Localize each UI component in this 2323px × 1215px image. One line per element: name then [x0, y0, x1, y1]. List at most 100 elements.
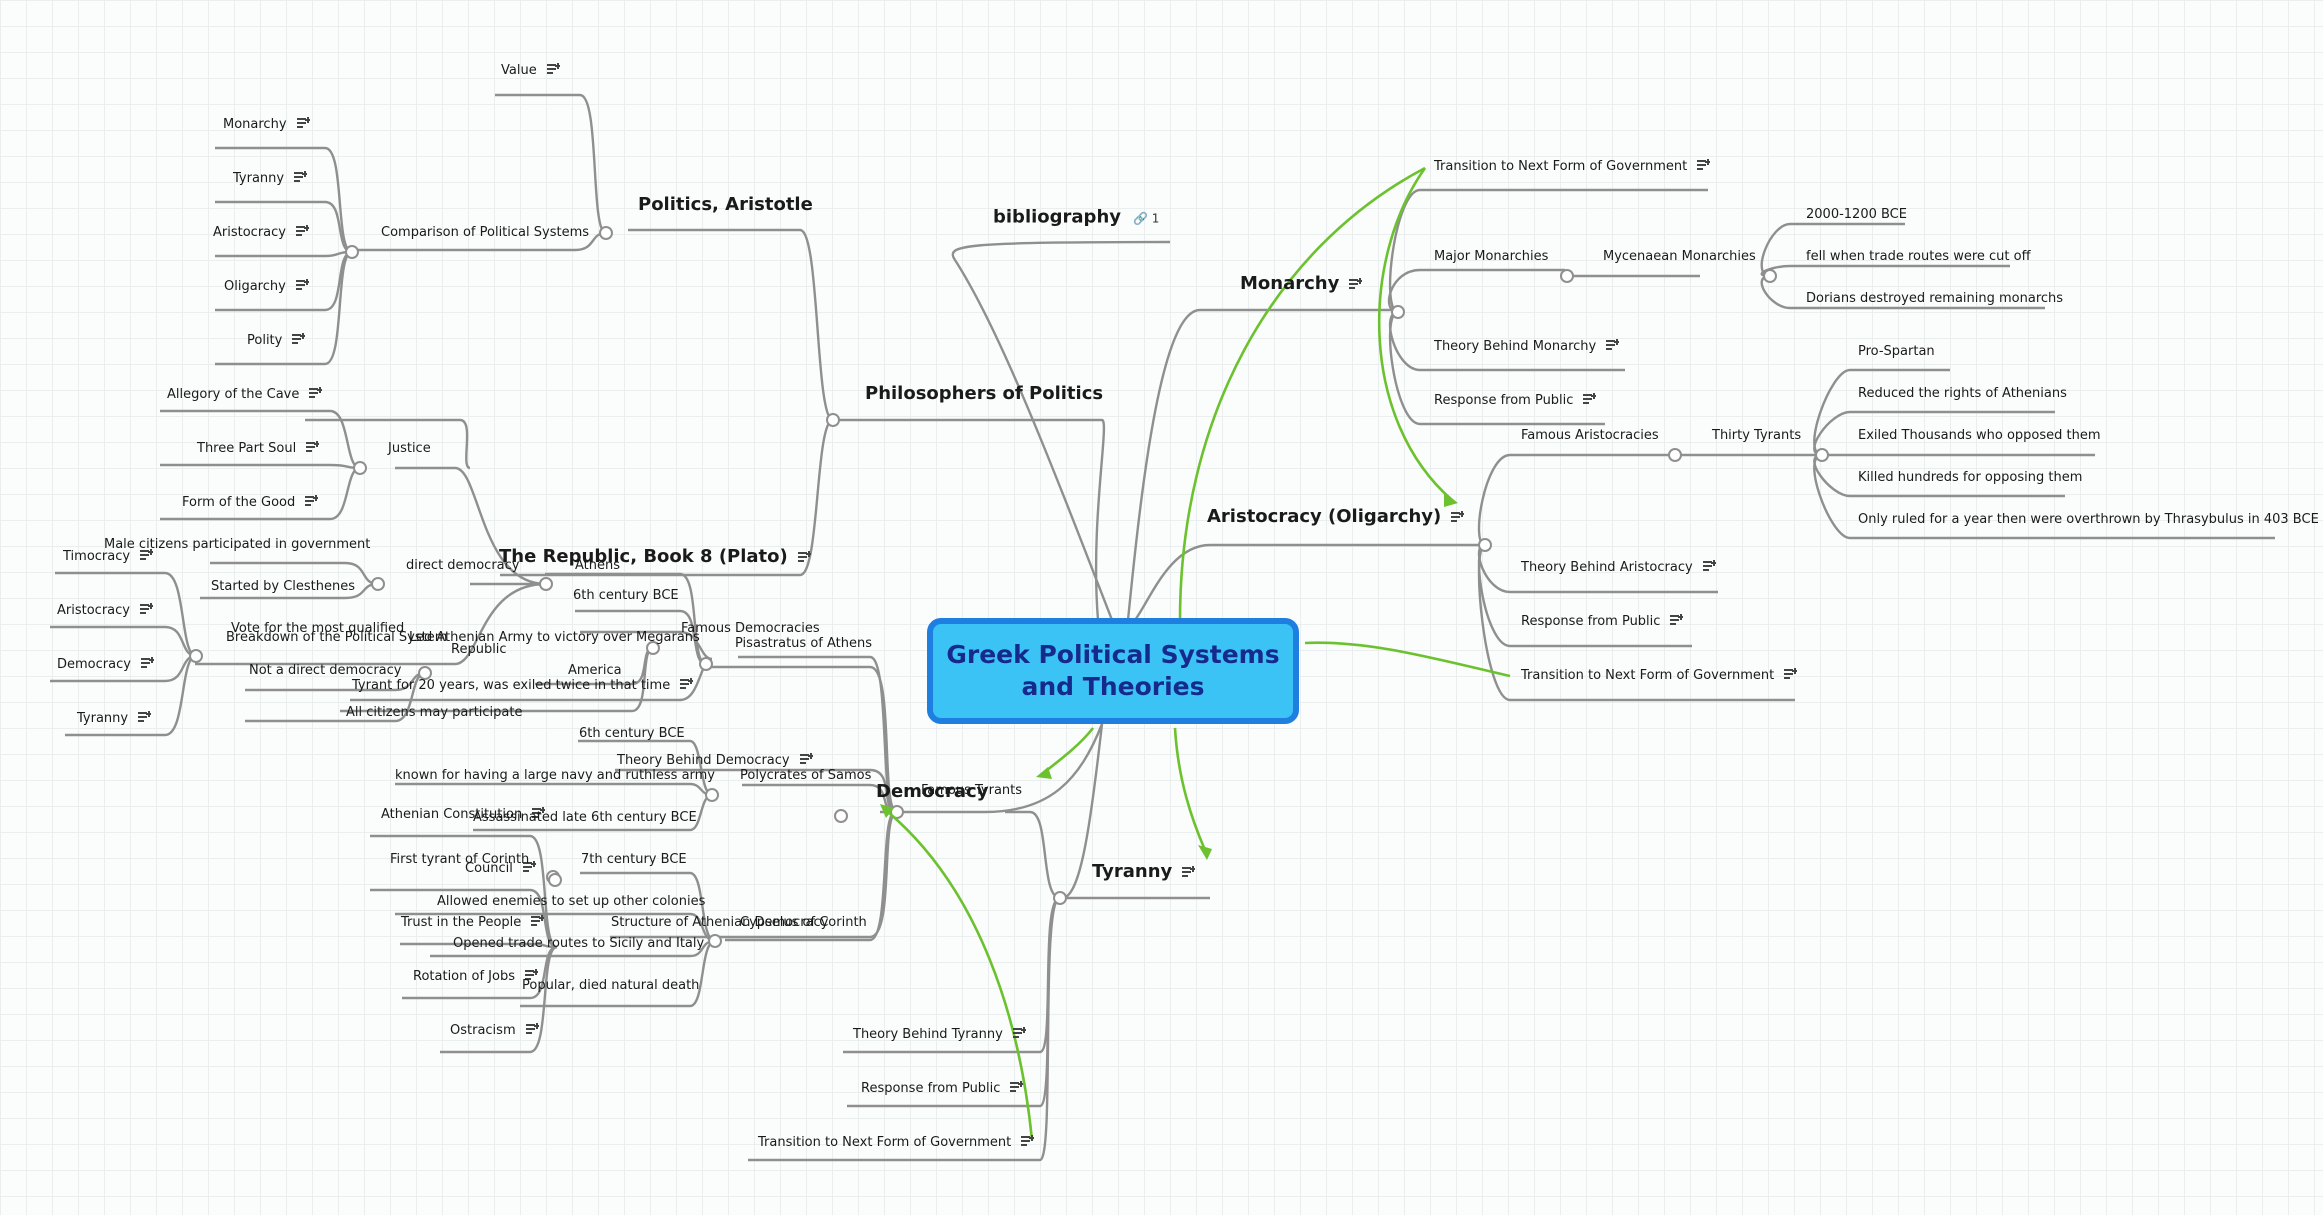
- node-aristotle-tyranny[interactable]: Tyranny: [233, 170, 308, 188]
- node-democracy[interactable]: Democracy: [876, 781, 989, 802]
- note-icon[interactable]: [1012, 1027, 1026, 1039]
- node-ostracism[interactable]: Ostracism: [450, 1022, 539, 1040]
- node-tyranny[interactable]: Tyranny: [1092, 860, 1196, 884]
- node-aristocracy-oligarchy[interactable]: Aristocracy (Oligarchy): [1207, 505, 1465, 529]
- node-exiled-thousands[interactable]: Exiled Thousands who opposed them: [1858, 428, 2101, 443]
- node-large-navy[interactable]: known for having a large navy and ruthle…: [395, 768, 716, 783]
- node-famous-tyrants[interactable]: Famous Tyrants: [921, 783, 1023, 798]
- node-aristotle-monarchy[interactable]: Monarchy: [223, 116, 310, 134]
- note-icon[interactable]: [1451, 511, 1465, 523]
- node-sixth-century-athens[interactable]: 6th century BCE: [573, 588, 679, 603]
- node-monarchy-response[interactable]: Response from Public: [1434, 392, 1597, 410]
- note-icon[interactable]: [139, 603, 153, 615]
- node-bibliography[interactable]: bibliography🔗 1: [993, 206, 1160, 228]
- note-icon[interactable]: [1010, 1081, 1024, 1093]
- node-ruled-for-a-year[interactable]: Only ruled for a year then were overthro…: [1858, 512, 2319, 527]
- note-icon[interactable]: [532, 807, 546, 819]
- node-famous-democracies[interactable]: Famous Democracies: [681, 621, 820, 636]
- node-male-citizens[interactable]: Male citizens participated in government: [104, 537, 371, 552]
- node-plato-aristocracy[interactable]: Aristocracy: [57, 602, 153, 620]
- node-thirty-tyrants[interactable]: Thirty Tyrants: [1712, 428, 1802, 443]
- node-killed-hundreds[interactable]: Killed hundreds for opposing them: [1858, 470, 2083, 485]
- node-philosophers-of-politics[interactable]: Philosophers of Politics: [865, 383, 1104, 404]
- node-mycenaean-dorians[interactable]: Dorians destroyed remaining monarchs: [1806, 291, 2064, 306]
- note-icon[interactable]: [1606, 339, 1620, 351]
- node-monarchy[interactable]: Monarchy: [1240, 272, 1363, 296]
- node-first-tyrant-of-corinth[interactable]: First tyrant of Corinth: [390, 852, 530, 867]
- note-icon[interactable]: [799, 753, 813, 765]
- node-sixth-century-samos[interactable]: 6th century BCE: [579, 726, 685, 741]
- note-icon[interactable]: [1702, 560, 1716, 572]
- node-monarchy-transition[interactable]: Transition to Next Form of Government: [1434, 158, 1711, 176]
- node-democracy-theory[interactable]: Theory Behind Democracy: [617, 752, 813, 770]
- note-icon[interactable]: [1349, 278, 1363, 290]
- note-icon[interactable]: [294, 171, 308, 183]
- node-direct-democracy[interactable]: direct democracy: [406, 558, 520, 573]
- node-aristocracy-theory[interactable]: Theory Behind Aristocracy: [1521, 559, 1716, 577]
- node-allowed-enemies[interactable]: Allowed enemies to set up other colonies: [437, 894, 706, 909]
- node-three-part-soul[interactable]: Three Part Soul: [197, 440, 320, 458]
- node-cypselus-of-corinth[interactable]: Cypselus of Corinth: [740, 915, 867, 930]
- node-structure-of-athenian-democracy[interactable]: Structure of Athenian Democracy: [611, 915, 829, 930]
- node-allegory-of-the-cave[interactable]: Allegory of the Cave: [167, 386, 323, 404]
- node-mycenaean-trade[interactable]: fell when trade routes were cut off: [1806, 249, 2031, 264]
- note-icon[interactable]: [295, 279, 309, 291]
- note-icon[interactable]: [140, 549, 154, 561]
- node-athenian-constitution[interactable]: Athenian Constitution: [381, 806, 546, 824]
- node-monarchy-theory[interactable]: Theory Behind Monarchy: [1434, 338, 1620, 356]
- link-icon[interactable]: 🔗 1: [1133, 211, 1160, 226]
- node-aristocracy-response[interactable]: Response from Public: [1521, 613, 1684, 631]
- node-trust-in-the-people[interactable]: Trust in the People: [401, 914, 545, 932]
- node-republic-america[interactable]: Republic: [451, 642, 507, 657]
- note-icon[interactable]: [1670, 614, 1684, 626]
- node-comparison-of-political-systems[interactable]: Comparison of Political Systems: [381, 225, 589, 240]
- node-athens[interactable]: Athens: [575, 558, 621, 573]
- note-icon[interactable]: [797, 551, 811, 563]
- node-polycrates-of-samos[interactable]: Polycrates of Samos: [740, 768, 872, 783]
- node-all-citizens[interactable]: All citizens may participate: [346, 705, 523, 720]
- note-icon[interactable]: [1583, 393, 1597, 405]
- note-icon[interactable]: [295, 225, 309, 237]
- note-icon[interactable]: [296, 117, 310, 129]
- node-mycenaean-date[interactable]: 2000-1200 BCE: [1806, 207, 1907, 222]
- node-assassinated[interactable]: Assassinated late 6th century BCE: [473, 810, 697, 825]
- note-icon[interactable]: [309, 387, 323, 399]
- note-icon[interactable]: [522, 861, 536, 873]
- node-value[interactable]: Value: [501, 62, 560, 80]
- node-led-athenian-army[interactable]: Led Athenian Army to victory over Megara…: [409, 630, 700, 645]
- node-started-by-clesthenes[interactable]: Started by Clesthenes: [211, 579, 356, 594]
- node-aristotle-polity[interactable]: Polity: [247, 332, 306, 350]
- node-america[interactable]: America: [568, 663, 622, 678]
- node-the-republic-plato[interactable]: The Republic, Book 8 (Plato): [499, 545, 811, 569]
- node-pisastratus-of-athens[interactable]: Pisastratus of Athens: [735, 636, 873, 651]
- node-council[interactable]: Council: [465, 860, 536, 878]
- node-pro-spartan[interactable]: Pro-Spartan: [1858, 344, 1935, 359]
- node-mycenaean-monarchies[interactable]: Mycenaean Monarchies: [1603, 249, 1756, 264]
- note-icon[interactable]: [524, 969, 538, 981]
- note-icon[interactable]: [138, 711, 152, 723]
- note-icon[interactable]: [680, 678, 694, 690]
- note-icon[interactable]: [1697, 159, 1711, 171]
- note-icon[interactable]: [292, 333, 306, 345]
- node-seventh-century[interactable]: 7th century BCE: [581, 852, 687, 867]
- node-tyrant-for-20-years[interactable]: Tyrant for 20 years, was exiled twice in…: [352, 677, 694, 695]
- node-vote-for-most-qualified[interactable]: Vote for the most qualified: [231, 621, 405, 636]
- node-popular-natural-death[interactable]: Popular, died natural death: [522, 978, 700, 993]
- node-tyranny-theory[interactable]: Theory Behind Tyranny: [853, 1026, 1026, 1044]
- node-rotation-of-jobs[interactable]: Rotation of Jobs: [413, 968, 538, 986]
- node-aristotle-oligarchy[interactable]: Oligarchy: [224, 278, 309, 296]
- root-topic[interactable]: Greek Political Systems and Theories: [927, 618, 1299, 724]
- node-politics-aristotle[interactable]: Politics, Aristotle: [638, 194, 813, 215]
- note-icon[interactable]: [306, 441, 320, 453]
- note-icon[interactable]: [1182, 866, 1196, 878]
- note-icon[interactable]: [1784, 668, 1798, 680]
- node-opened-trade-routes[interactable]: Opened trade routes to Sicily and Italy: [453, 936, 705, 951]
- node-plato-timocracy[interactable]: Timocracy: [63, 548, 154, 566]
- note-icon[interactable]: [305, 495, 319, 507]
- node-tyranny-response[interactable]: Response from Public: [861, 1080, 1024, 1098]
- note-icon[interactable]: [1021, 1135, 1035, 1147]
- note-icon[interactable]: [546, 63, 560, 75]
- note-icon[interactable]: [531, 915, 545, 927]
- node-plato-democracy[interactable]: Democracy: [57, 656, 154, 674]
- node-form-of-the-good[interactable]: Form of the Good: [182, 494, 319, 512]
